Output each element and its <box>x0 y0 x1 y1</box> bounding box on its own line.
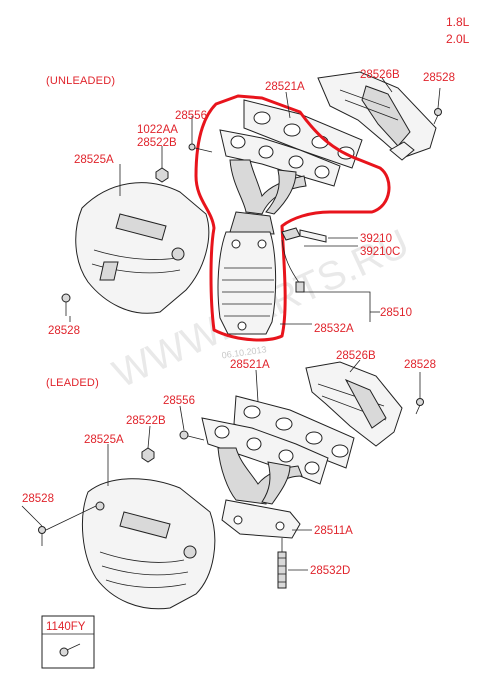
label-28532A: 28532A <box>314 323 354 335</box>
highlight-outline <box>194 94 391 342</box>
section-unleaded: (UNLEADED) <box>46 75 115 87</box>
section-leaded: (LEADED) <box>46 377 99 389</box>
label-1140FY: 1140FY <box>46 621 86 633</box>
bolt-28528-left-leaded <box>38 505 97 546</box>
label-39210: 39210 <box>360 233 392 245</box>
upper-heat-shield-unleaded <box>317 71 437 161</box>
engine-variant-1: 1.8L <box>446 15 470 29</box>
label-28526B-unleaded: 28526B <box>360 69 400 81</box>
upper-heat-shield-leaded <box>305 361 403 447</box>
manifold-28511A <box>201 417 329 539</box>
leaders-unleaded <box>69 77 393 325</box>
label-28528-left-unleaded: 28528 <box>48 325 80 337</box>
label-28528-top: 28528 <box>423 72 455 84</box>
manifold-catalyst-28510 <box>217 129 341 335</box>
nut-28522B-leaded <box>141 447 155 463</box>
stud-28532D <box>277 538 287 589</box>
part-box-1140FY: 1140FY <box>41 615 95 669</box>
gasket-28521A-leaded <box>233 395 355 469</box>
oxygen-sensor-39210 <box>281 227 327 293</box>
label-28525A-leaded: 28525A <box>84 434 124 446</box>
leaders-leaded <box>21 359 361 571</box>
nut-28522B-unleaded <box>155 167 169 183</box>
label-28511A: 28511A <box>314 525 353 537</box>
label-28526B-leaded: 28526B <box>336 350 376 362</box>
label-28556-leaded: 28556 <box>163 395 195 407</box>
label-28521A-leaded: 28521A <box>230 359 270 371</box>
stud-28556-unleaded <box>188 143 213 153</box>
label-28556-unleaded: 28556 <box>175 110 207 122</box>
lower-heat-shield-leaded <box>81 478 216 610</box>
label-28522B-unleaded: 28522B <box>137 137 177 149</box>
label-28522B-leaded: 28522B <box>126 415 166 427</box>
label-1022AA: 1022AA <box>137 124 178 136</box>
label-28528-left-leaded: 28528 <box>22 493 54 505</box>
label-28528-right-leaded: 28528 <box>404 359 436 371</box>
label-28510: 28510 <box>380 307 412 319</box>
label-28525A-unleaded: 28525A <box>74 154 114 166</box>
bolt-28528-left-unleaded <box>61 293 71 316</box>
engine-variant-2: 2.0L <box>446 32 470 46</box>
lower-heat-shield-unleaded <box>75 182 210 314</box>
label-28532D: 28532D <box>310 565 350 577</box>
stud-28556-leaded <box>179 430 205 441</box>
label-28521A-unleaded: 28521A <box>265 81 305 93</box>
bolt-28528-right-leaded <box>415 372 424 415</box>
label-39210C: 39210C <box>360 246 400 258</box>
bolt-28528-top <box>433 87 442 125</box>
